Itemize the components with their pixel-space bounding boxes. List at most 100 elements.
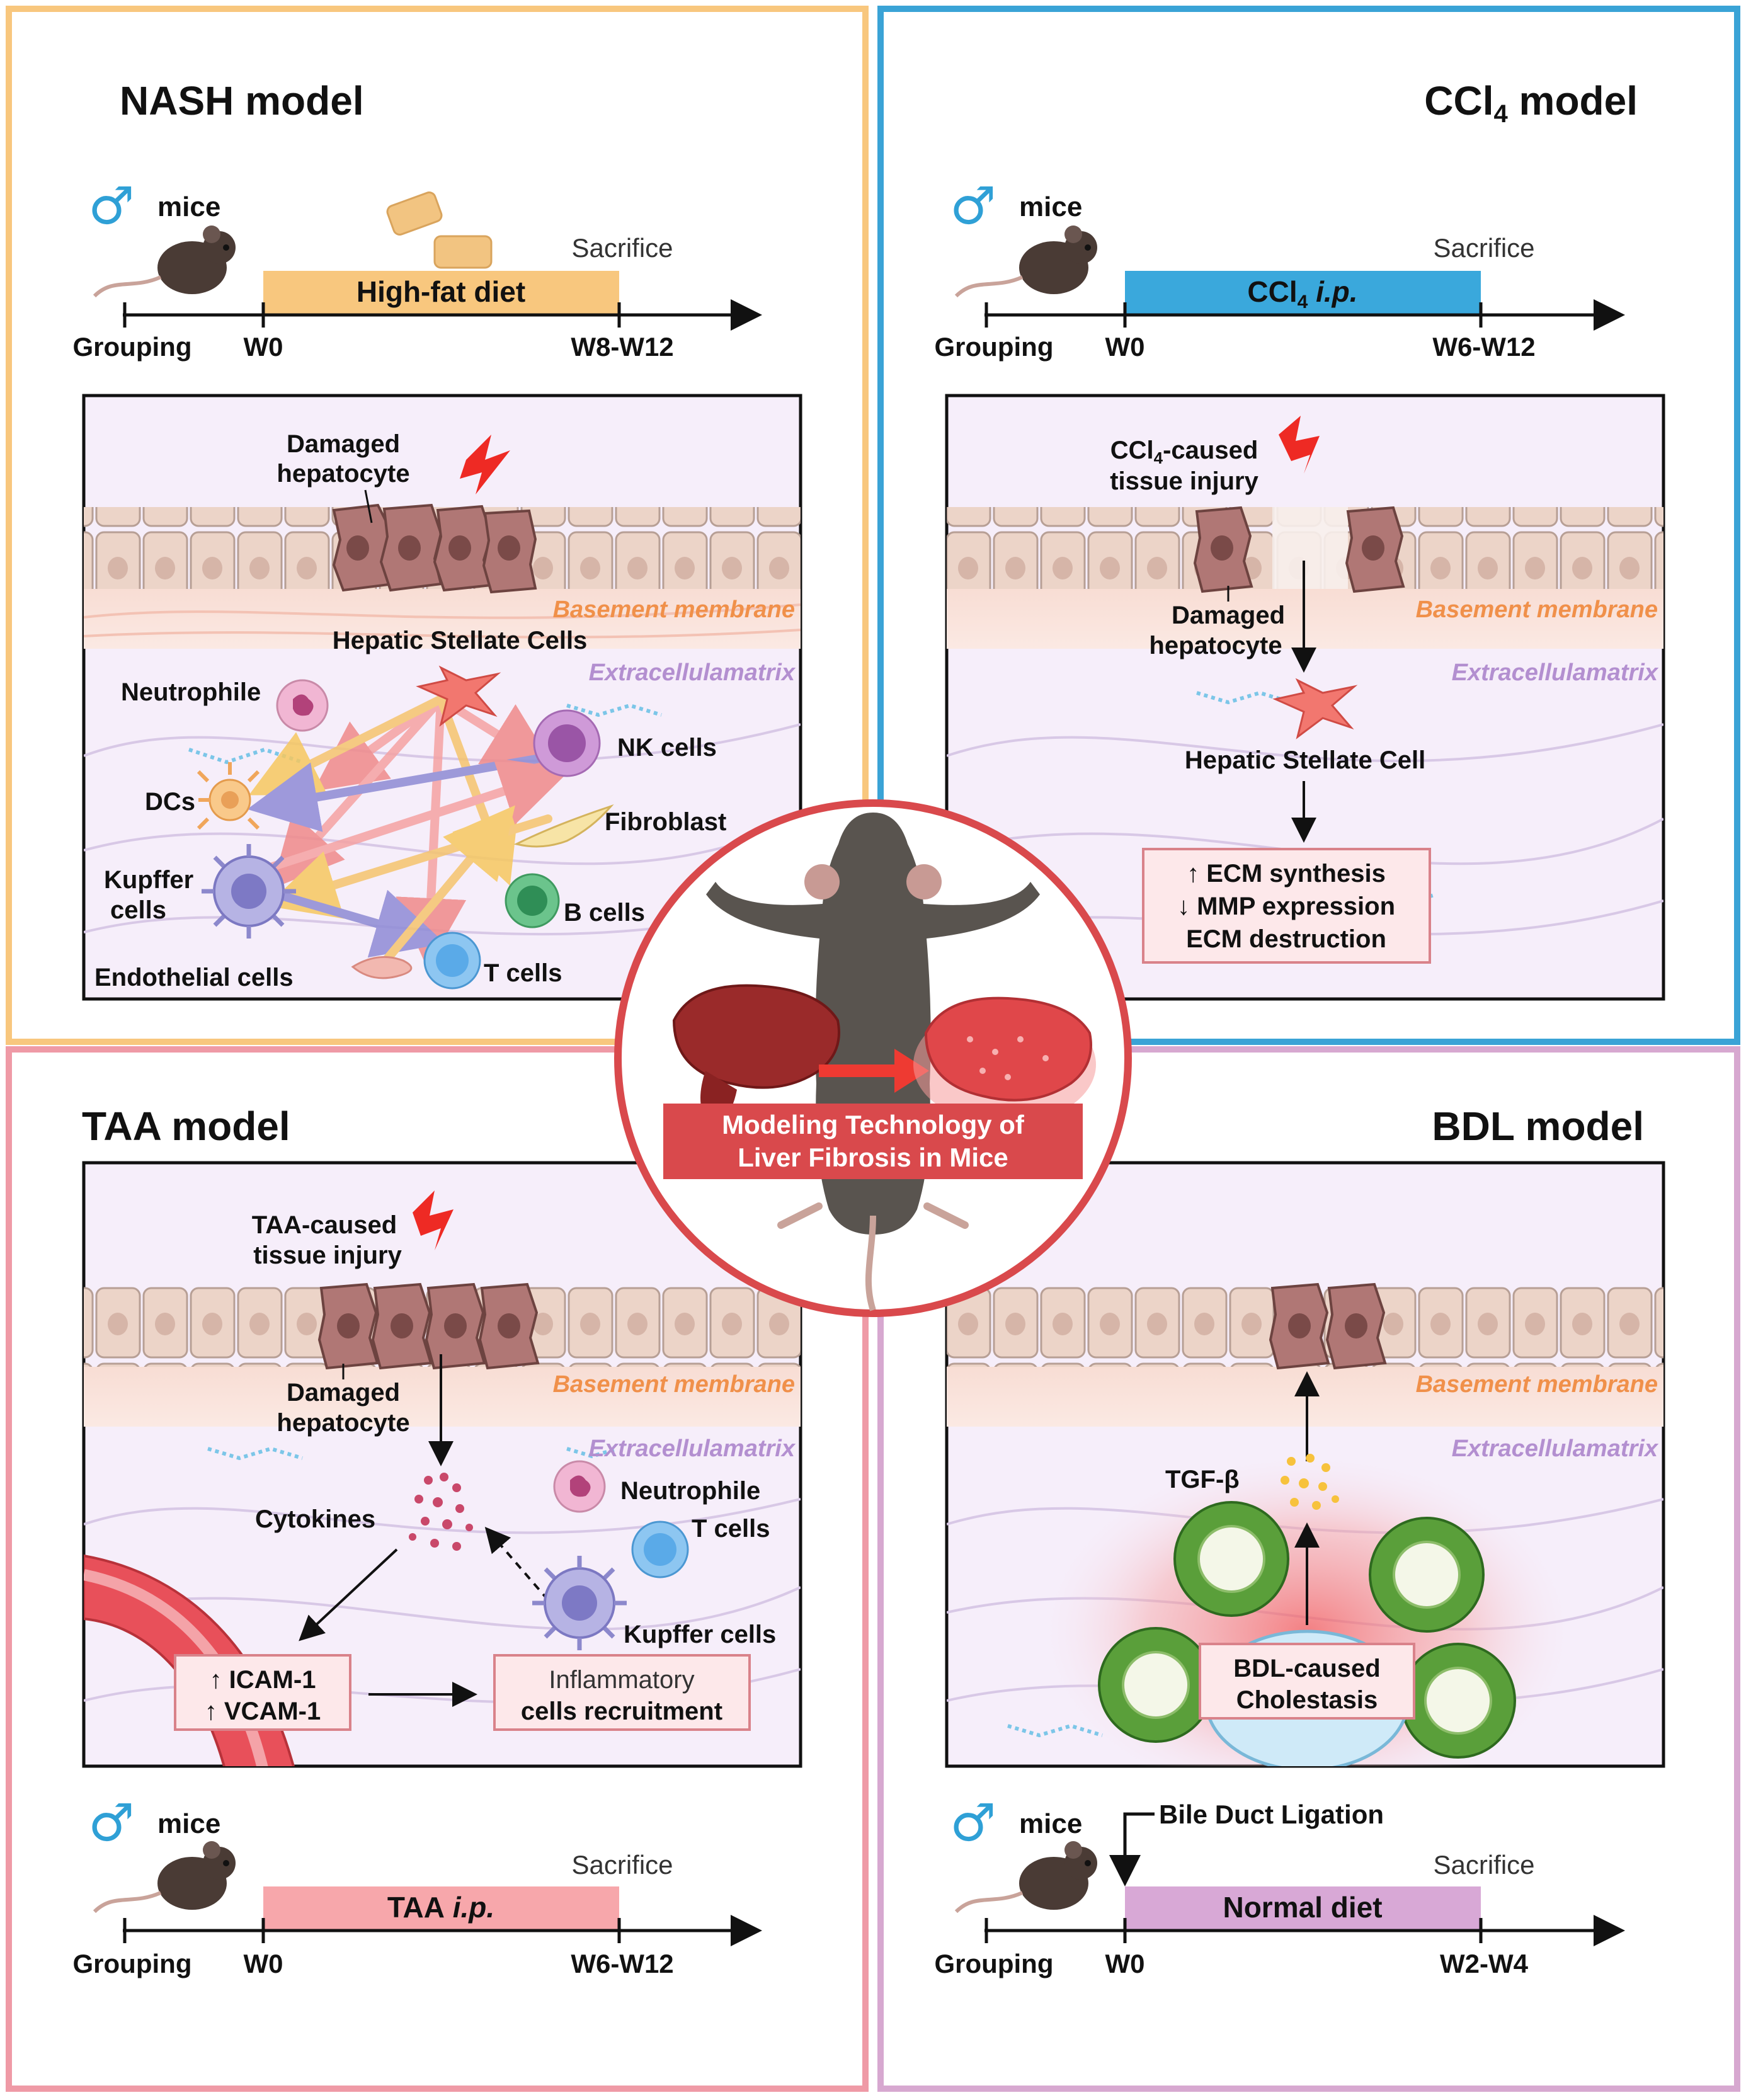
mouse-silhouette-icon	[706, 813, 1040, 1311]
damaged-hepatocyte-cluster	[1193, 506, 1405, 593]
nash-ecm-label: Extracellulamatrix	[589, 659, 796, 686]
ccl4-basement-label: Basement membrane	[1416, 596, 1658, 623]
nash-grouping-label: Grouping	[73, 332, 192, 362]
male-symbol-icon: ♂	[950, 176, 996, 236]
mouse-icon	[954, 225, 1097, 298]
cholestasis-box: BDL-caused Cholestasis	[1199, 1643, 1415, 1720]
taa-neutrophile-label: Neutrophile	[620, 1477, 760, 1505]
nash-mice-label: mice	[157, 191, 220, 222]
taa-w0-label: W0	[244, 1949, 283, 1978]
mouse-icon	[954, 1841, 1097, 1914]
nash-sacrifice-label: Sacrifice	[571, 233, 673, 263]
taa-damaged-label-1: Damaged	[287, 1379, 400, 1407]
taa-basement-label: Basement membrane	[553, 1371, 795, 1398]
taa-mice-label: mice	[157, 1808, 220, 1839]
center-title-banner	[663, 1104, 1083, 1179]
ccl4-title: CCl4 model	[1424, 78, 1638, 128]
mouse-icon	[93, 1841, 236, 1914]
nash-hsc-label: Hepatic Stellate Cells	[333, 627, 588, 654]
ccl4-injection-label: CCl4 i.p.	[1247, 275, 1357, 312]
b-cell	[505, 873, 560, 928]
nash-diet-label: High-fat diet	[357, 275, 525, 308]
nash-fibroblast-label: Fibroblast	[605, 808, 726, 836]
nash-kupffer-label-2: cells	[110, 896, 166, 924]
t-cell	[423, 932, 481, 990]
male-symbol-icon: ♂	[88, 176, 135, 236]
adhesion-molecules-box: ↑ ICAM-1 ↑ VCAM-1	[174, 1654, 351, 1731]
taa-kupffer-label: Kupffer cells	[624, 1621, 776, 1648]
taa-recruit-label-2: cells recruitment	[521, 1698, 722, 1725]
nash-wend-label: W8-W12	[571, 332, 673, 362]
taa-injection-label: TAA i.p.	[387, 1891, 494, 1924]
bdl-grouping-label: Grouping	[935, 1949, 1054, 1978]
fibroblast-cell	[513, 804, 614, 848]
damaged-hepatocyte-cluster	[332, 503, 537, 594]
bdl-wend-label: W2-W4	[1440, 1949, 1529, 1978]
taa-panel: TAA model	[73, 1104, 802, 1978]
bdl-sacrifice-label: Sacrifice	[1433, 1850, 1534, 1880]
kupffer-cell	[532, 1556, 627, 1650]
cell-interaction-arrows	[247, 695, 571, 974]
inflammatory-recruitment-box: Inflammatory cells recruitment	[493, 1654, 751, 1731]
mouse-icon	[93, 225, 236, 298]
endothelial-cell	[351, 956, 413, 979]
taa-injection-bar	[263, 1886, 619, 1929]
male-symbol-icon: ♂	[950, 1793, 996, 1853]
neutrophile-cell	[553, 1460, 606, 1513]
ccl4-damaged-label-2: hepatocyte	[1149, 632, 1282, 659]
damaged-hepatocyte-cluster	[1269, 1282, 1387, 1370]
taa-timeline: ♂ mice TAA i.p. Sacrifice Grouping W0 W6…	[73, 1793, 762, 1978]
taa-grouping-label: Grouping	[73, 1949, 192, 1978]
ccl4-injury-label-1: CCl4-caused	[1110, 437, 1258, 467]
ccl4-wend-label: W6-W12	[1432, 332, 1535, 362]
food-pellet-icon	[386, 191, 493, 269]
ccl4-timeline: ♂ mice CCl4 i.p. Sacrifice Grouping W0 W…	[935, 176, 1625, 362]
nash-nk-label: NK cells	[617, 734, 717, 762]
hepatic-stellate-cell	[416, 665, 501, 727]
taa-title: TAA model	[82, 1104, 290, 1149]
bdl-basement-label: Basement membrane	[1416, 1371, 1658, 1398]
taa-injury-label-2: tissue injury	[253, 1241, 402, 1269]
ligation-arrow	[1109, 1812, 1155, 1886]
ccl4-hsc-label: Hepatic Stellate Cell	[1185, 746, 1425, 774]
lightning-icon	[413, 1190, 454, 1250]
kupffer-cell	[202, 844, 296, 939]
bdl-diet-bar	[1125, 1886, 1481, 1929]
hepatic-stellate-cell	[1272, 678, 1358, 739]
taa-sacrifice-label: Sacrifice	[571, 1850, 673, 1880]
nash-damaged-label-1: Damaged	[287, 430, 400, 458]
nash-timeline: ♂ mice High-fat diet Sacrifice Grouping …	[73, 176, 762, 362]
nk-cell	[533, 709, 601, 777]
male-symbol-icon: ♂	[88, 1793, 135, 1853]
progression-arrow-icon	[819, 1049, 929, 1093]
nash-bcells-label: B cells	[564, 899, 645, 927]
bdl-diet-label: Normal diet	[1223, 1891, 1382, 1924]
center-title-line-1: Modeling Technology of	[722, 1110, 1025, 1139]
nash-diet-bar	[263, 271, 619, 314]
fibrotic-liver-icon	[913, 996, 1096, 1124]
taa-injury-label-1: TAA-caused	[252, 1211, 397, 1239]
taa-recruit-label-1: Inflammatory	[549, 1666, 694, 1694]
ccl4-mice-label: mice	[1019, 191, 1082, 222]
taa-cytokines-label: Cytokines	[255, 1505, 375, 1533]
ccl4-injury-label-2: tissue injury	[1110, 467, 1258, 495]
taa-icam-label: ↑ ICAM-1	[210, 1666, 316, 1694]
ccl4-damaged-label-1: Damaged	[1172, 602, 1285, 629]
ccl4-effect-3: ECM destruction	[1186, 925, 1386, 953]
center-title-line-2: Liver Fibrosis in Mice	[738, 1143, 1008, 1172]
taa-tissue-box: TAA-caused tissue injury Damaged hepatoc…	[82, 1161, 802, 1768]
ccl4-grouping-label: Grouping	[935, 332, 1054, 362]
damaged-hepatocyte-cluster	[317, 1282, 540, 1370]
nash-basement-label: Basement membrane	[553, 596, 795, 623]
bdl-ecm-label: Extracellulamatrix	[1452, 1435, 1659, 1462]
dendritic-cell	[197, 762, 260, 830]
ccl4-sacrifice-label: Sacrifice	[1433, 233, 1534, 263]
taa-damaged-label-2: hepatocyte	[277, 1409, 409, 1437]
bdl-timeline: ♂ mice Bile Duct Ligation Normal diet Sa…	[935, 1793, 1625, 1978]
nash-endothelial-label: Endothelial cells	[94, 964, 294, 991]
nash-tcells-label: T cells	[484, 959, 562, 987]
bdl-tgf-label: TGF-β	[1165, 1466, 1240, 1493]
ccl4-w0-label: W0	[1105, 332, 1145, 362]
ccl4-ecm-label: Extracellulamatrix	[1452, 659, 1659, 686]
